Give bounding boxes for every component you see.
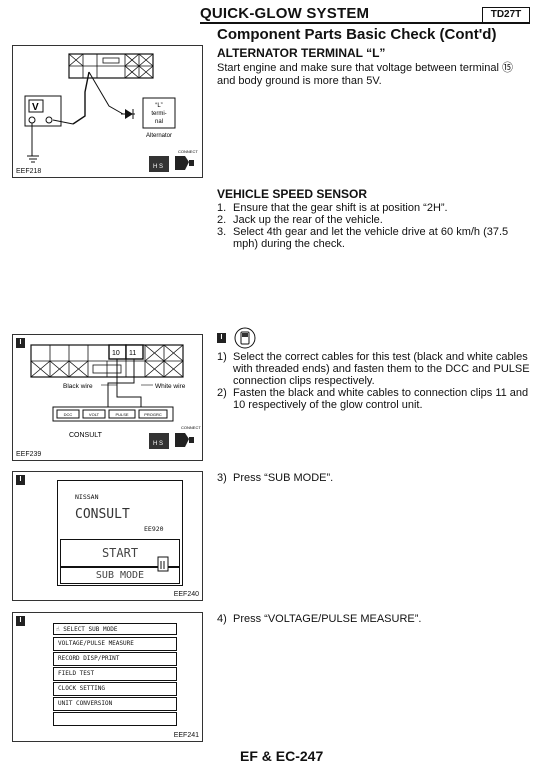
figure-tag-icon: I [16, 616, 25, 626]
sub-mode-button[interactable]: SUB MODE [60, 567, 180, 584]
list-item: 2)Fasten the black and white cables to c… [217, 387, 529, 411]
menu-item-clock-setting[interactable]: CLOCK SETTING [53, 682, 177, 696]
engine-badge: TD27T [482, 7, 530, 23]
sub-mode-list: VOLTAGE/PULSE MEASURE RECORD DISP/PRINT … [53, 637, 177, 727]
figure-code: EEF241 [173, 732, 199, 739]
speed-sensor-steps: 1.Ensure that the gear shift is at posit… [217, 202, 531, 250]
white-wire-label: White wire [155, 383, 186, 390]
speed-sensor-title: VEHICLE SPEED SENSOR [217, 187, 368, 201]
start-label: START [101, 546, 139, 560]
consult-steps-1-2: 1)Select the correct cables for this tes… [217, 351, 531, 411]
step-tag-icon: I [217, 333, 226, 343]
brand-label: NISSAN [75, 493, 99, 501]
svg-text:DCC: DCC [64, 412, 73, 417]
page-subtitle: Component Parts Basic Check (Cont'd) [217, 26, 497, 43]
voltmeter-label: V [32, 102, 39, 113]
product-label: CONSULT [75, 507, 130, 522]
menu-item-empty[interactable] [53, 712, 177, 726]
page-title: QUICK-GLOW SYSTEM [200, 5, 370, 22]
svg-text:termi-: termi- [151, 111, 166, 117]
menu-item-voltage-pulse[interactable]: VOLTAGE/PULSE MEASURE [53, 637, 177, 651]
black-wire-label: Black wire [63, 383, 93, 390]
menu-item-field-test[interactable]: FIELD TEST [53, 667, 177, 681]
list-item: 1)Select the correct cables for this tes… [217, 351, 530, 387]
model-label: EE920 [144, 525, 164, 533]
header-rule [200, 22, 530, 24]
list-item: 1.Ensure that the gear shift is at posit… [217, 202, 448, 214]
menu-item-record-disp[interactable]: RECORD DISP/PRINT [53, 652, 177, 666]
pin-11-label: 11 [129, 350, 136, 357]
figure-tag-icon: I [16, 338, 25, 348]
svg-text:PROGRC: PROGRC [144, 412, 162, 417]
list-item: 4)Press “VOLTAGE/PULSE MEASURE”. [217, 613, 422, 625]
menu-title-bar: ☝ SELECT SUB MODE [53, 623, 177, 635]
svg-text:CONNECT: CONNECT [181, 425, 201, 430]
figure-tag-icon: I [16, 475, 25, 485]
menu-title: SELECT SUB MODE [63, 626, 118, 633]
svg-text:“L”: “L” [155, 103, 162, 109]
list-item: 3.Select 4th gear and let the vehicle dr… [217, 226, 509, 250]
svg-text:nal: nal [155, 119, 163, 125]
figure-code: EEF240 [173, 591, 199, 598]
alternator-section-title: ALTERNATOR TERMINAL “L” [217, 46, 386, 60]
consult-label: CONSULT [69, 432, 103, 439]
sub-mode-label: SUB MODE [95, 570, 145, 581]
figure-alternator-check: V “L” termi- nal Alternator CONNECT H S … [12, 45, 203, 178]
sub-mode-screen: ☝ SELECT SUB MODE VOLTAGE/PULSE MEASURE … [53, 623, 179, 726]
hand-tool-icon [234, 327, 256, 349]
pin-10-label: 10 [112, 350, 120, 357]
svg-text:CONNECT: CONNECT [178, 149, 198, 154]
svg-text:PULSE: PULSE [115, 412, 128, 417]
alternator-label: Alternator [146, 133, 172, 139]
list-item: 2.Jack up the rear of the vehicle. [217, 214, 383, 226]
consult-screen: NISSAN CONSULT EE920 START SUB MODE [57, 480, 183, 586]
page-number: EF & EC-247 [240, 748, 324, 764]
figure-code: EEF239 [16, 451, 42, 458]
alternator-instruction: Start engine and make sure that voltage … [217, 62, 513, 87]
figure-code: EEF218 [16, 168, 42, 175]
consult-connection-diagram: 10 11 Black wire White wire DCC VOLT PUL… [30, 344, 201, 449]
figure-sub-mode-menu: I ☝ SELECT SUB MODE VOLTAGE/PULSE MEASUR… [12, 612, 203, 742]
pointing-hand-icon [157, 556, 169, 572]
svg-text:VOLT: VOLT [89, 412, 100, 417]
hand-icon: ☝ [56, 626, 60, 633]
menu-item-unit-conversion[interactable]: UNIT CONVERSION [53, 697, 177, 711]
svg-text:H S: H S [153, 164, 163, 170]
start-button[interactable]: START [60, 539, 180, 567]
figure-consult-start: I NISSAN CONSULT EE920 START SUB MODE EE… [12, 471, 203, 601]
list-item: 3)Press “SUB MODE”. [217, 472, 334, 484]
consult-step-3: 3)Press “SUB MODE”. [217, 472, 531, 484]
figure-consult-connection: I 10 11 Black wire White wire [12, 334, 203, 461]
consult-step-4: 4)Press “VOLTAGE/PULSE MEASURE”. [217, 613, 531, 625]
alternator-diagram: V “L” termi- nal Alternator CONNECT H S [24, 53, 198, 172]
svg-text:H S: H S [153, 441, 163, 447]
